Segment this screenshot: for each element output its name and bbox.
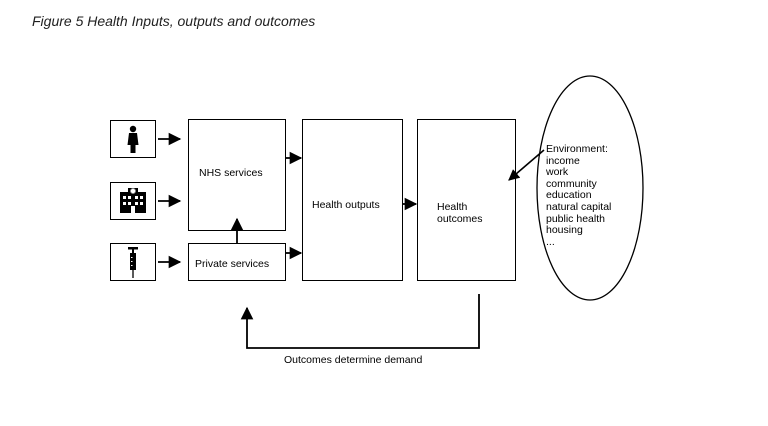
health-outputs-box bbox=[302, 119, 403, 281]
nhs-services-box bbox=[188, 119, 286, 231]
environment-title: Environment: bbox=[546, 143, 608, 155]
input-syringe-box bbox=[110, 243, 156, 281]
health-outcomes-label-line1: Health bbox=[437, 201, 468, 213]
environment-list: Environment: income work community educa… bbox=[546, 143, 612, 248]
arrow-environment-to-outcomes bbox=[508, 149, 545, 181]
environment-item: work bbox=[546, 166, 569, 179]
environment-item: income bbox=[546, 154, 580, 167]
environment-item: public health bbox=[546, 212, 605, 225]
person-icon bbox=[127, 125, 139, 153]
figure-caption: Figure 5 Health Inputs, outputs and outc… bbox=[32, 13, 316, 29]
input-hospital-box bbox=[110, 182, 156, 220]
nhs-services-label: NHS services bbox=[199, 167, 263, 179]
environment-item: ... bbox=[546, 235, 555, 248]
environment-item: community bbox=[546, 177, 597, 190]
health-outcomes-box bbox=[417, 119, 516, 281]
private-services-label: Private services bbox=[195, 258, 270, 270]
private-services-box bbox=[188, 243, 286, 281]
input-person-box bbox=[110, 120, 156, 158]
environment-item: natural capital bbox=[546, 200, 612, 213]
environment-item: education bbox=[546, 189, 592, 202]
feedback-loop-line bbox=[240, 294, 480, 349]
environment-item: housing bbox=[546, 224, 583, 237]
health-outputs-label: Health outputs bbox=[312, 199, 380, 211]
feedback-label: Outcomes determine demand bbox=[284, 354, 423, 366]
hospital-icon bbox=[120, 188, 146, 213]
health-outcomes-label-line2: outcomes bbox=[437, 213, 483, 225]
environment-ellipse bbox=[536, 75, 644, 301]
syringe-icon bbox=[128, 247, 138, 278]
